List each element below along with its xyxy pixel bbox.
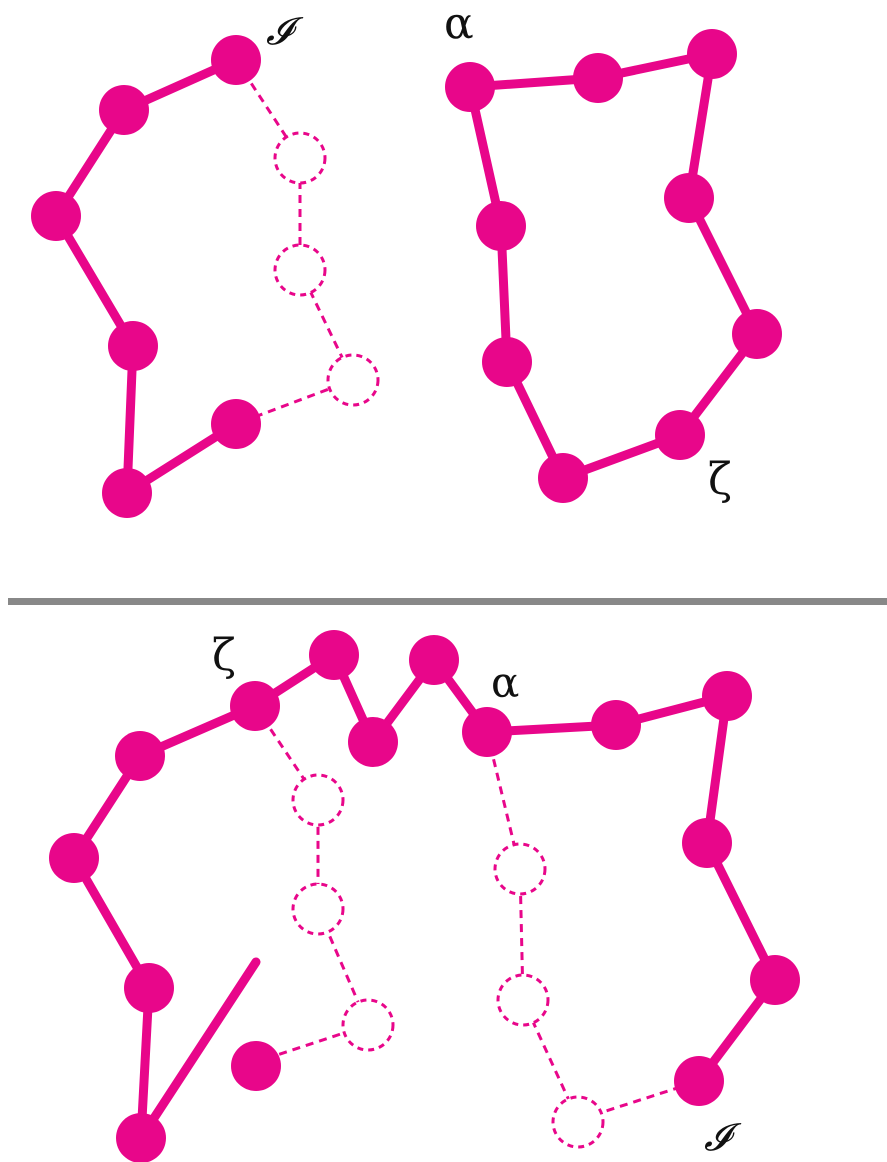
bead <box>687 29 737 79</box>
label-bottom-zeta: ζ <box>212 630 236 681</box>
bottom-chain-bonds <box>69 650 780 1143</box>
ghost-bead <box>291 773 345 827</box>
bead <box>462 707 512 757</box>
bead <box>482 337 532 387</box>
bead <box>445 62 495 112</box>
bottom-panel: ζ α 𝓘 <box>49 630 800 1162</box>
bead <box>476 201 526 251</box>
top-right-chain <box>445 29 782 503</box>
bead <box>664 173 714 223</box>
bead <box>31 191 81 241</box>
top-right-chain-bonds <box>465 49 762 483</box>
label-bottom-end: 𝓘 <box>704 1115 742 1159</box>
bead <box>732 309 782 359</box>
bead <box>116 1113 166 1162</box>
ghost-bead <box>273 243 327 297</box>
ghost-bead <box>291 882 345 936</box>
bead <box>49 833 99 883</box>
bead <box>682 818 732 868</box>
label-bottom-alpha: α <box>491 658 519 707</box>
bead <box>231 1041 281 1091</box>
ghost-bead <box>496 973 550 1027</box>
label-top-left-end: 𝓘 <box>266 9 304 53</box>
bead <box>230 681 280 731</box>
ghost-bead <box>551 1095 605 1149</box>
ghost-bead <box>493 842 547 896</box>
bead <box>309 630 359 680</box>
bottom-missing-bonds-left <box>253 705 371 1064</box>
bead <box>750 955 800 1005</box>
label-top-right-end: ζ <box>708 454 732 505</box>
bead <box>211 399 261 449</box>
bead <box>115 731 165 781</box>
label-top-right-start: α <box>444 0 474 49</box>
bead <box>211 35 261 85</box>
ghost-bead <box>341 998 395 1052</box>
bead <box>538 453 588 503</box>
top-panel: 𝓘 α ζ <box>31 0 782 518</box>
ghost-bead <box>326 353 380 407</box>
bottom-missing-bonds-right <box>485 731 700 1122</box>
bead <box>108 321 158 371</box>
bead <box>348 717 398 767</box>
bead <box>409 635 459 685</box>
bead <box>591 700 641 750</box>
bead <box>99 85 149 135</box>
top-left-chain <box>31 35 380 518</box>
bead <box>124 963 174 1013</box>
ghost-bead <box>273 131 327 185</box>
bead <box>102 468 152 518</box>
panel-divider <box>8 598 887 605</box>
bead <box>573 53 623 103</box>
bead <box>655 410 705 460</box>
bead <box>702 671 752 721</box>
bottom-merged-chain <box>49 630 800 1162</box>
bead <box>674 1056 724 1106</box>
top-left-chain-bonds <box>51 55 241 498</box>
